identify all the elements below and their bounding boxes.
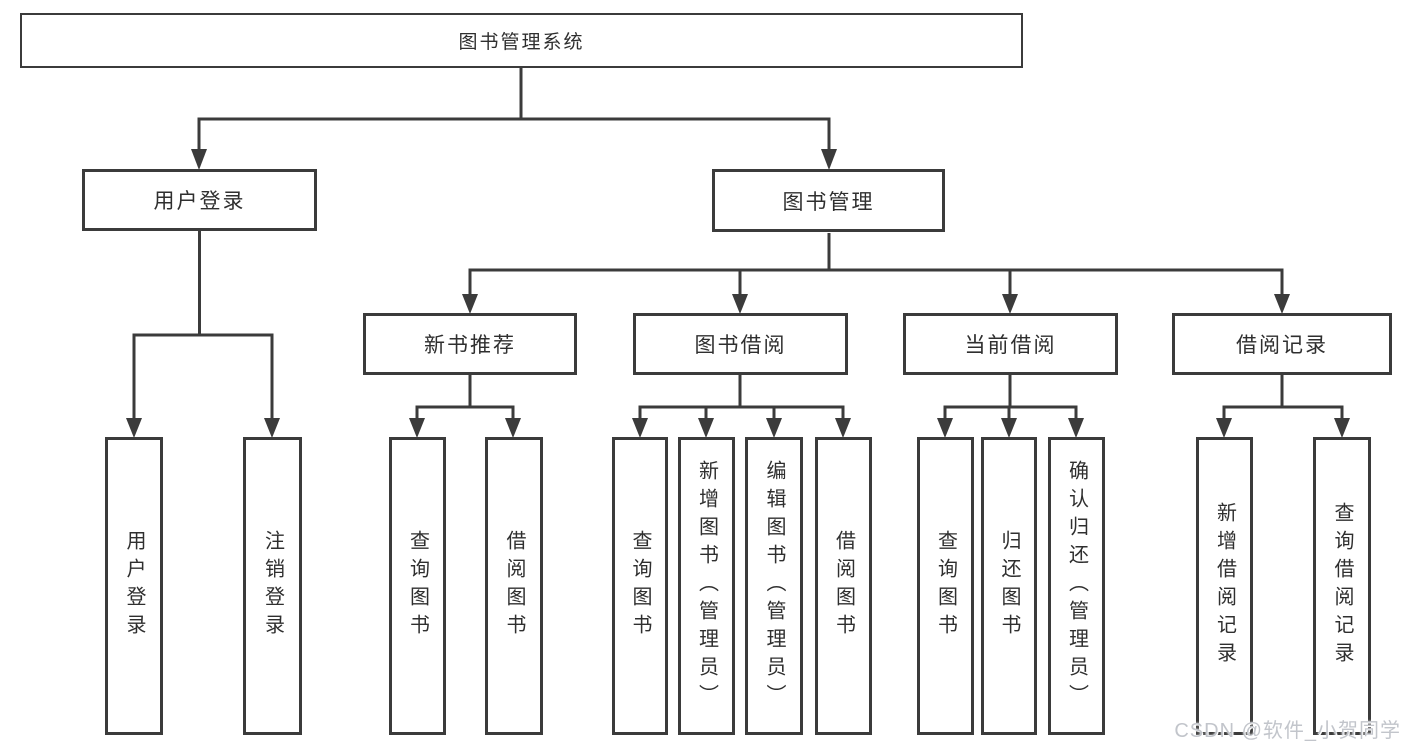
csdn-watermark: CSDN @软件_小贺同学	[1174, 720, 1401, 742]
node-book-borrow: 图书借阅	[633, 313, 848, 375]
leaf-confirm-return-admin: 确认归还（管理员）	[1048, 437, 1105, 735]
arrow-leaf-br-1	[1334, 418, 1350, 438]
connector-management-to-level2	[468, 233, 1284, 300]
arrow-leaf-nb-0	[409, 418, 425, 438]
arrow-to-book-borrow	[732, 294, 748, 314]
connector-current-borrow-split	[943, 375, 1078, 424]
arrow-leaf-nb-1	[505, 418, 521, 438]
arrow-to-new-book	[462, 294, 478, 314]
connector-root-to-level1	[197, 68, 831, 155]
connector-book-borrow-split	[638, 375, 845, 424]
leaf-return-books-label: 归还图书	[998, 530, 1020, 642]
arrowheads	[126, 149, 1350, 438]
leaf-borrow-books-label: 借阅图书	[832, 530, 855, 642]
leaf-return-books: 归还图书	[981, 437, 1037, 735]
leaf-add-books-admin: 新增图书（管理员）	[678, 437, 735, 735]
leaf-add-borrow-record: 新增借阅记录	[1196, 437, 1253, 735]
node-root-label: 图书管理系统	[458, 32, 585, 53]
node-book-borrow-label: 图书借阅	[694, 334, 787, 357]
node-borrow-record: 借阅记录	[1172, 313, 1392, 375]
leaf-add-borrow-record-label: 新增借阅记录	[1213, 502, 1236, 670]
leaf-borrow-books-recommend-label: 借阅图书	[503, 530, 525, 642]
leaf-user-login: 用户登录	[105, 437, 163, 735]
arrow-leaf-bb-3	[835, 418, 851, 438]
arrow-to-current-borrow	[1002, 294, 1018, 314]
leaf-query-borrow-record: 查询借阅记录	[1313, 437, 1371, 735]
arrow-leaf-ul-0	[126, 418, 142, 438]
node-user-login: 用户登录	[82, 169, 317, 231]
leaf-query-borrow-record-label: 查询借阅记录	[1331, 502, 1353, 670]
arrow-to-book-management	[821, 149, 837, 170]
arrow-leaf-cb-1	[1001, 418, 1017, 438]
arrow-leaf-ul-1	[264, 418, 280, 438]
arrow-leaf-bb-2	[766, 418, 782, 438]
connector-user-login-split	[132, 231, 274, 424]
connector-borrow-record-split	[1222, 375, 1344, 424]
leaf-logout-label: 注销登录	[261, 530, 284, 642]
leaf-borrow-books: 借阅图书	[815, 437, 872, 735]
node-user-login-label: 用户登录	[153, 190, 246, 213]
node-new-book-recommend-label: 新书推荐	[424, 334, 516, 357]
arrow-to-borrow-record	[1274, 294, 1290, 314]
node-root: 图书管理系统	[20, 13, 1023, 68]
leaf-query-books-recommend: 查询图书	[389, 437, 446, 735]
leaf-query-books-borrow: 查询图书	[612, 437, 668, 735]
leaf-borrow-books-recommend: 借阅图书	[485, 437, 543, 735]
leaf-query-books-current-label: 查询图书	[934, 530, 957, 642]
leaf-query-books-recommend-label: 查询图书	[406, 530, 429, 642]
leaf-edit-books-admin: 编辑图书（管理员）	[745, 437, 803, 735]
node-current-borrow-label: 当前借阅	[964, 334, 1057, 357]
arrow-leaf-br-0	[1216, 418, 1232, 438]
arrow-leaf-bb-0	[632, 418, 648, 438]
arrow-to-user-login	[191, 149, 207, 170]
connector-new-book-split	[415, 375, 515, 424]
leaf-user-login-label: 用户登录	[123, 530, 145, 642]
leaf-add-books-admin-label: 新增图书（管理员）	[695, 460, 718, 712]
node-current-borrow: 当前借阅	[903, 313, 1118, 375]
leaf-logout: 注销登录	[243, 437, 302, 735]
arrow-leaf-bb-1	[698, 418, 714, 438]
leaf-edit-books-admin-label: 编辑图书（管理员）	[763, 460, 785, 712]
node-borrow-record-label: 借阅记录	[1236, 334, 1328, 357]
leaf-query-books-current: 查询图书	[917, 437, 974, 735]
node-book-management: 图书管理	[712, 169, 945, 232]
node-new-book-recommend: 新书推荐	[363, 313, 577, 375]
node-book-management-label: 图书管理	[782, 190, 875, 214]
leaf-query-books-borrow-label: 查询图书	[629, 530, 651, 642]
leaf-confirm-return-admin-label: 确认归还（管理员）	[1065, 460, 1088, 712]
arrow-leaf-cb-2	[1068, 418, 1084, 438]
arrow-leaf-cb-0	[937, 418, 953, 438]
